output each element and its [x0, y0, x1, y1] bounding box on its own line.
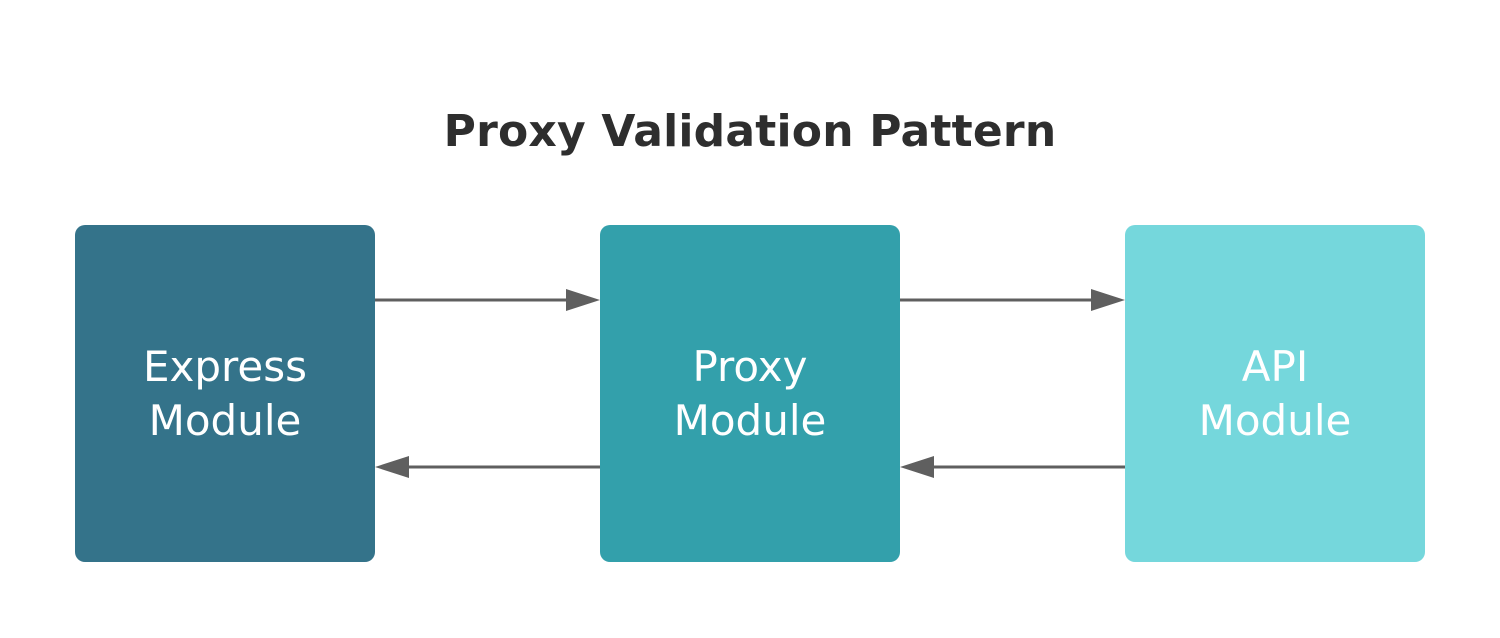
arrow-proxy-to-api — [900, 289, 1125, 311]
proxy-module-label-line2: Module — [673, 395, 827, 445]
express-module-label-line2: Module — [148, 395, 302, 445]
proxy-module-box: Proxy Module — [600, 225, 900, 562]
api-module-label-line2: Module — [1198, 395, 1352, 445]
diagram-title: Proxy Validation Pattern — [443, 106, 1057, 157]
express-module-label-line1: Express — [142, 341, 307, 391]
arrow-proxy-to-express — [375, 456, 600, 478]
arrowhead-icon — [566, 289, 600, 311]
arrowhead-icon — [375, 456, 409, 478]
arrowhead-icon — [900, 456, 934, 478]
api-module-box: API Module — [1125, 225, 1425, 562]
api-module-label-line1: API — [1241, 341, 1309, 391]
arrow-api-to-proxy — [900, 456, 1125, 478]
arrow-express-to-proxy — [375, 289, 600, 311]
arrowhead-icon — [1091, 289, 1125, 311]
express-module-box: Express Module — [75, 225, 375, 562]
proxy-module-label-line1: Proxy — [692, 341, 808, 391]
